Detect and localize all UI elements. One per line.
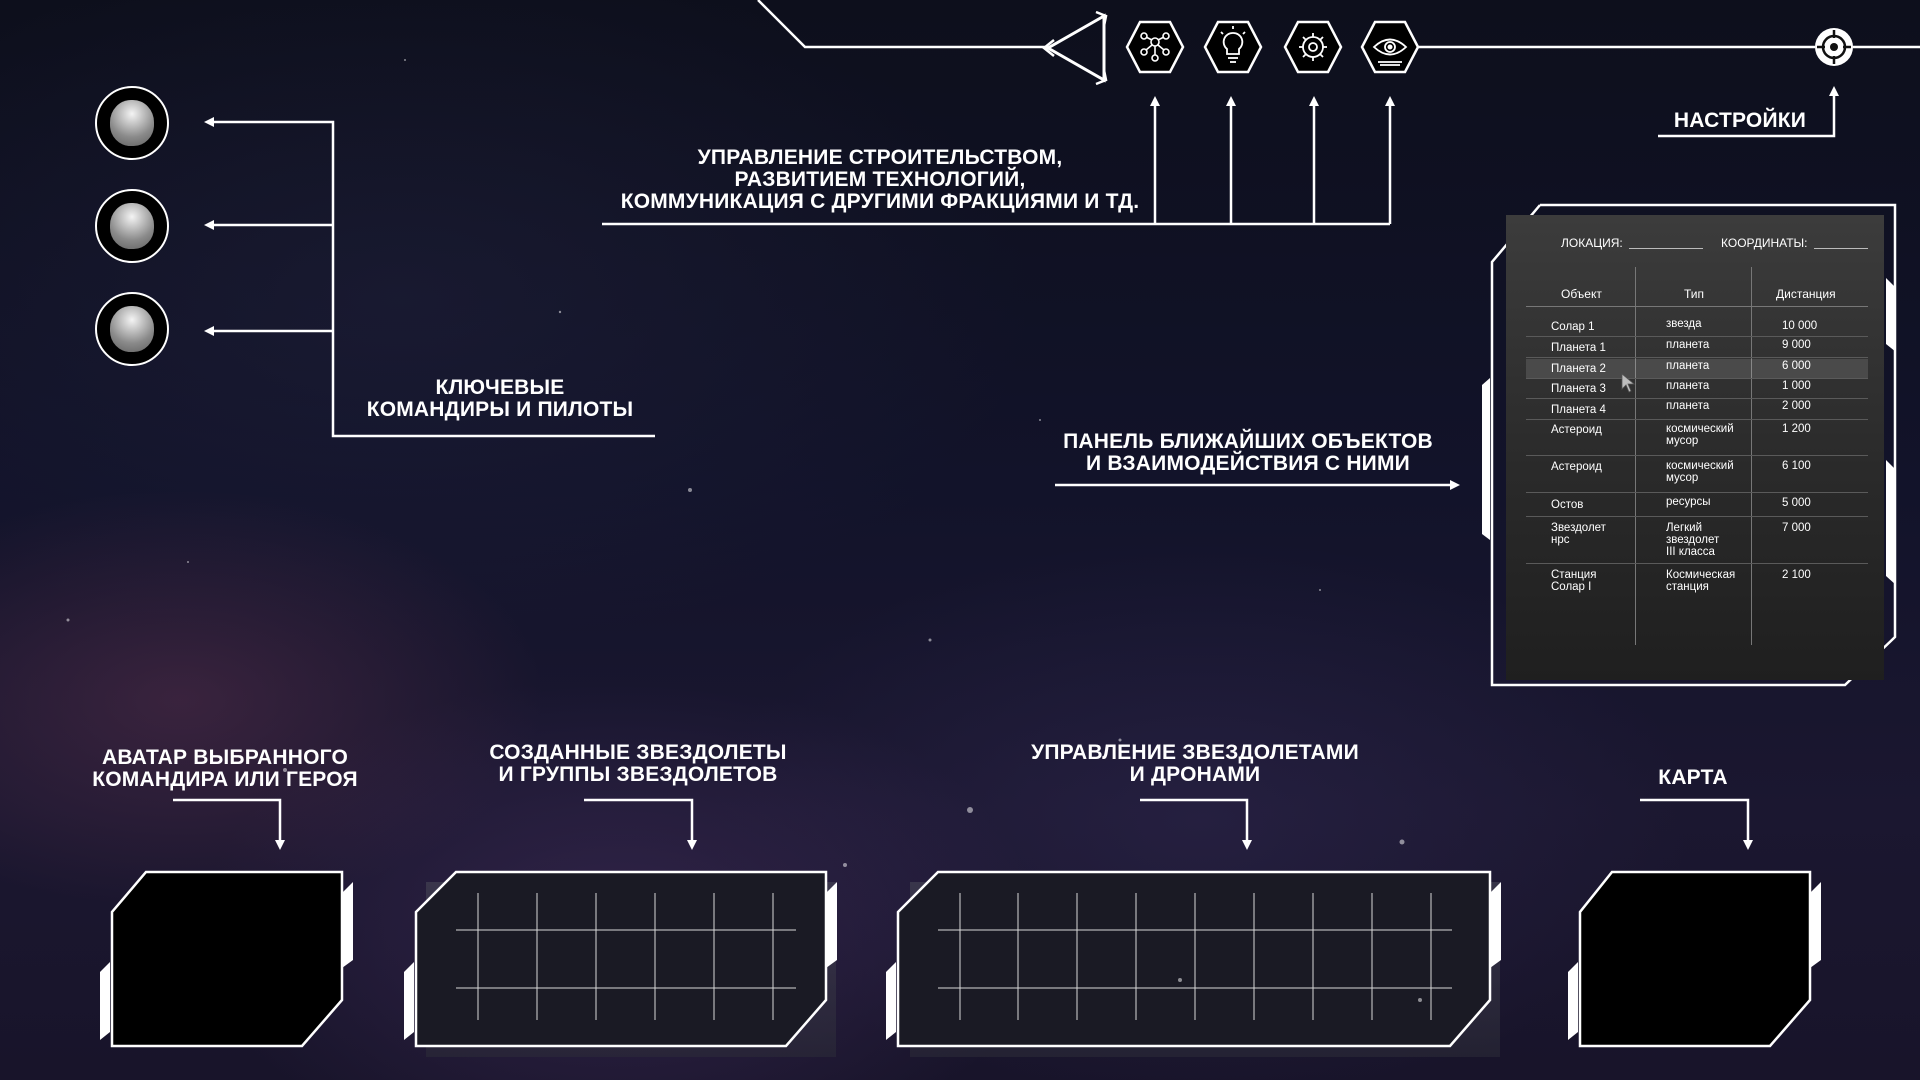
ships-panel <box>404 870 837 1057</box>
table-row[interactable]: Астероид космический мусор 6 100 <box>1526 458 1868 493</box>
back-triangle-icon[interactable] <box>1040 10 1110 86</box>
cursor-icon <box>1621 373 1637 393</box>
avatar <box>110 203 154 249</box>
commander-portrait-1[interactable] <box>95 86 169 160</box>
avatar-panel <box>100 870 353 1048</box>
table-row[interactable]: Планета 1 планета 9 000 <box>1526 339 1868 358</box>
settings-crosshair-icon[interactable] <box>1813 26 1855 68</box>
location-field[interactable]: ЛОКАЦИЯ: <box>1561 236 1703 250</box>
table-row[interactable]: Планета 4 планета 2 000 <box>1526 400 1868 420</box>
commanders-label: КЛЮЧЕВЫЕ КОМАНДИРЫ И ПИЛОТЫ <box>366 376 634 421</box>
column-divider <box>1635 267 1636 645</box>
control-panel <box>886 870 1501 1057</box>
map-panel <box>1568 870 1821 1048</box>
col-header-object[interactable]: Объект <box>1561 287 1602 301</box>
nearby-objects-panel: ЛОКАЦИЯ: КООРДИНАТЫ: Объект Тип Дистанци… <box>1506 215 1884 680</box>
table-row[interactable]: Планета 2 планета 6 000 <box>1526 359 1868 379</box>
column-divider <box>1751 267 1752 645</box>
commander-portrait-3[interactable] <box>95 292 169 366</box>
lightbulb-icon[interactable] <box>1203 20 1263 74</box>
control-label: УПРАВЛЕНИЕ ЗВЕЗДОЛЕТАМИ И ДРОНАМИ <box>1031 741 1359 786</box>
objects-panel-label: ПАНЕЛЬ БЛИЖАЙШИХ ОБЪЕКТОВ И ВЗАИМОДЕЙСТВ… <box>1063 430 1433 475</box>
management-label: УПРАВЛЕНИЕ СТРОИТЕЛЬСТВОМ, РАЗВИТИЕМ ТЕХ… <box>620 146 1140 213</box>
network-icon[interactable] <box>1125 20 1185 74</box>
header-divider <box>1526 306 1868 307</box>
commander-portrait-2[interactable] <box>95 189 169 263</box>
table-row[interactable]: Остов ресурсы 5 000 <box>1526 496 1868 517</box>
avatar <box>110 306 154 352</box>
avatar <box>110 100 154 146</box>
table-row[interactable]: Планета 3 планета 1 000 <box>1526 380 1868 399</box>
gear-circuit-icon[interactable] <box>1283 20 1343 74</box>
eye-icon[interactable] <box>1360 20 1420 74</box>
table-row[interactable]: Солар 1 звезда 10 000 <box>1526 318 1868 337</box>
avatar-label: АВАТАР ВЫБРАННОГО КОМАНДИРА ИЛИ ГЕРОЯ <box>92 746 358 791</box>
col-header-distance[interactable]: Дистанция <box>1776 287 1836 301</box>
col-header-type[interactable]: Тип <box>1684 287 1705 301</box>
settings-label: НАСТРОЙКИ <box>1673 109 1807 132</box>
table-row[interactable]: Станция Солар I Космическая станция 2 10… <box>1551 569 1811 593</box>
table-row[interactable]: Астероид космический мусор 1 200 <box>1526 421 1868 456</box>
coordinates-field[interactable]: КООРДИНАТЫ: <box>1721 236 1868 250</box>
table-row[interactable]: Звездолет нрс Легкий звездолет III класс… <box>1526 520 1868 564</box>
map-label: КАРТА <box>1658 766 1728 789</box>
ships-label: СОЗДАННЫЕ ЗВЕЗДОЛЕТЫ И ГРУППЫ ЗВЕЗДОЛЕТО… <box>489 741 787 786</box>
